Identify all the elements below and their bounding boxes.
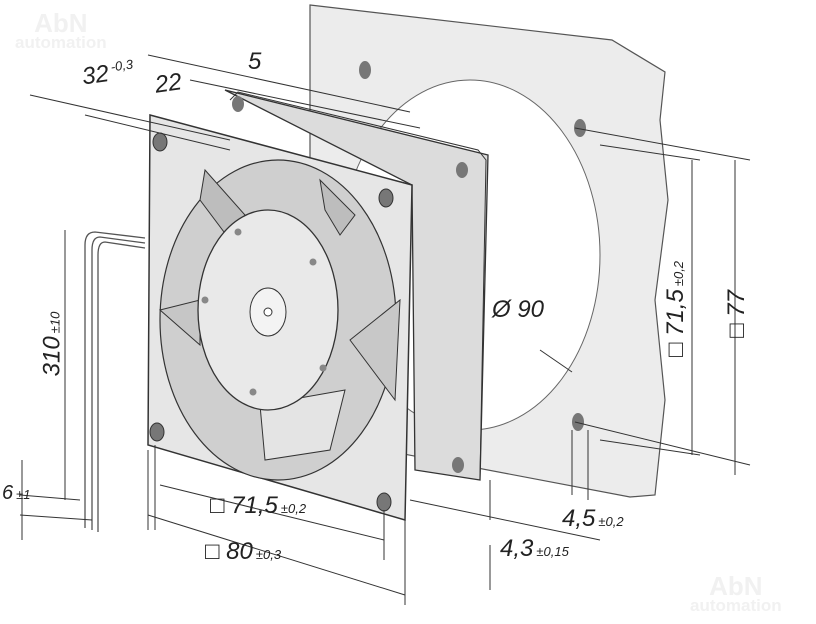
panel-hole — [359, 61, 371, 79]
dim-cutout-diameter: Ø 90 — [492, 296, 545, 323]
dim-flange-thickness: 4,3±0,15 — [500, 535, 569, 563]
fan-blade — [319, 178, 356, 236]
dim-value: □ 71,5 — [662, 289, 690, 358]
fan-blade — [349, 298, 401, 402]
dim-value: 4,5 — [562, 505, 596, 532]
dim-tolerance: ±0,2 — [280, 501, 307, 516]
dim-panel-size: □ 77 — [722, 290, 750, 338]
watermark-top: AbN automation — [15, 8, 107, 53]
fan-back-frame — [224, 89, 489, 481]
dim-value: 4,3 — [500, 535, 534, 562]
dim-tolerance: ±0,2 — [671, 260, 687, 287]
dim-flange: 5 — [248, 48, 262, 75]
dim-hole-spacing-front: □ 71,5±0,2 — [210, 492, 306, 520]
frame-hole — [378, 188, 394, 208]
dim-depth-body: 22 — [153, 68, 184, 99]
frame-hole — [376, 492, 392, 512]
watermark-brand: AbN — [34, 8, 88, 38]
watermark-sub: automation — [15, 33, 107, 53]
watermark-bottom: AbN automation — [690, 571, 782, 616]
dim-hole-diameter: 4,5±0,2 — [562, 505, 624, 533]
dimension-lines — [19, 54, 751, 605]
frame-hole — [149, 422, 165, 442]
dim-value: □ 80 — [205, 538, 253, 565]
dim-tolerance: ±1 — [16, 487, 31, 502]
dim-tolerance: ±0,3 — [255, 547, 282, 562]
fan-cable — [84, 231, 146, 532]
panel-hole — [574, 119, 586, 137]
dim-tolerance: ±0,2 — [598, 514, 624, 529]
dim-value: □ 71,5 — [210, 492, 278, 519]
dim-tolerance: ±0,15 — [536, 544, 569, 559]
dim-value: 310 — [38, 336, 66, 377]
watermark-brand: AbN — [709, 571, 763, 601]
dim-value: 6 — [2, 482, 14, 504]
frame-hole — [152, 132, 168, 152]
dim-cable-length: 310±10 — [38, 312, 66, 377]
dim-value: 32 — [80, 60, 111, 91]
dim-tolerance: -0,3 — [109, 56, 134, 75]
dim-hole-spacing-panel: □ 71,5 ±0,2 — [662, 261, 690, 357]
dim-wire-strip: 6±1 — [2, 482, 31, 505]
panel-hole — [572, 413, 584, 431]
dim-frame-size: □ 80±0,3 — [205, 538, 281, 566]
dim-tolerance: ±10 — [47, 311, 63, 334]
watermark-sub: automation — [690, 596, 782, 616]
